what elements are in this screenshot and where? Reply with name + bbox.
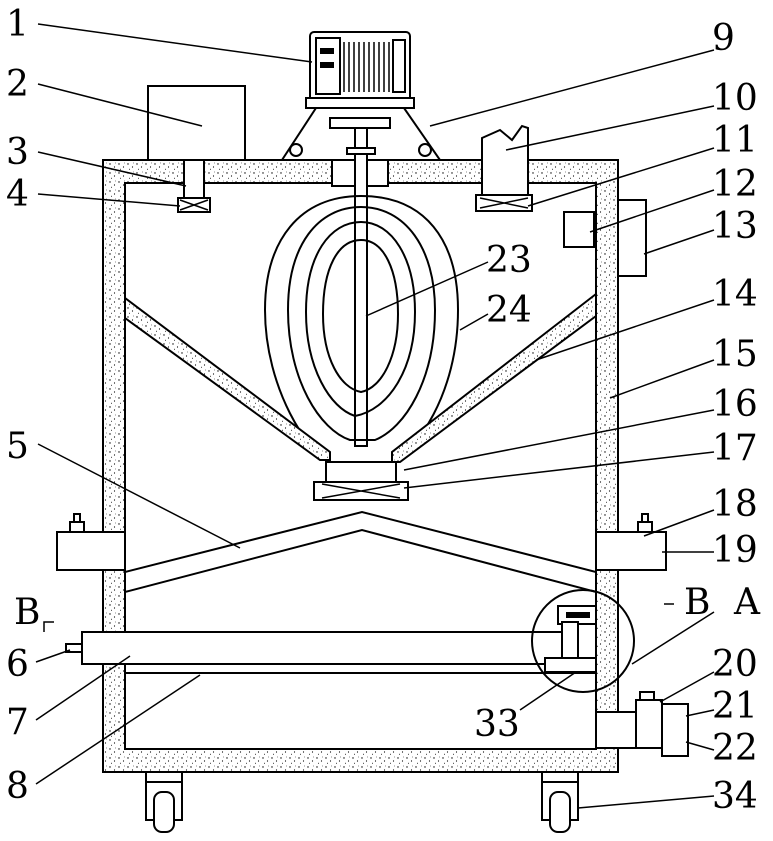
left-clamp	[56, 513, 126, 571]
right-caster	[541, 771, 579, 833]
right-clamp	[595, 513, 667, 571]
leader-lines	[35, 23, 715, 809]
label-3: 3	[6, 132, 29, 173]
label-7: 7	[6, 702, 29, 743]
part-labels: 1 2 3 4 5 B 6 7 8 9 10 11 12 13 14 15 16…	[6, 4, 761, 817]
label-20: 20	[712, 644, 758, 685]
discharge-valve	[313, 481, 409, 501]
label-33: 33	[474, 704, 520, 745]
drawer	[65, 631, 596, 674]
motor	[305, 31, 415, 109]
label-15: 15	[712, 334, 758, 375]
deflector	[124, 510, 597, 594]
label-8: 8	[6, 766, 29, 807]
outlet	[595, 691, 689, 757]
spiral-blade	[263, 194, 460, 463]
label-14: 14	[712, 274, 758, 315]
hopper-box	[147, 85, 246, 161]
funnel	[124, 291, 597, 483]
label-9: 9	[712, 18, 735, 59]
feed-pipe	[475, 124, 533, 212]
label-11: 11	[712, 120, 758, 161]
label-5: 5	[6, 426, 29, 467]
label-22: 22	[712, 728, 758, 769]
label-34: 34	[712, 776, 758, 817]
label-18: 18	[712, 484, 758, 525]
label-19: 19	[712, 530, 758, 571]
control-box	[563, 199, 647, 277]
label-12: 12	[712, 164, 758, 205]
label-6: 6	[6, 644, 29, 685]
inlet-pipe	[177, 159, 211, 213]
label-b-right: B	[684, 582, 710, 623]
detail-a	[531, 589, 635, 693]
label-2: 2	[6, 64, 29, 105]
label-24: 24	[486, 290, 532, 331]
label-10: 10	[712, 78, 758, 119]
label-4: 4	[6, 174, 29, 215]
label-21: 21	[712, 686, 758, 727]
label-23: 23	[486, 240, 532, 281]
section-marks	[43, 603, 674, 632]
label-a: A	[733, 582, 761, 623]
left-caster	[145, 771, 183, 833]
label-1: 1	[6, 4, 29, 45]
label-b-left: B	[14, 592, 40, 633]
label-17: 17	[712, 428, 758, 469]
label-13: 13	[712, 206, 758, 247]
label-16: 16	[712, 384, 758, 425]
